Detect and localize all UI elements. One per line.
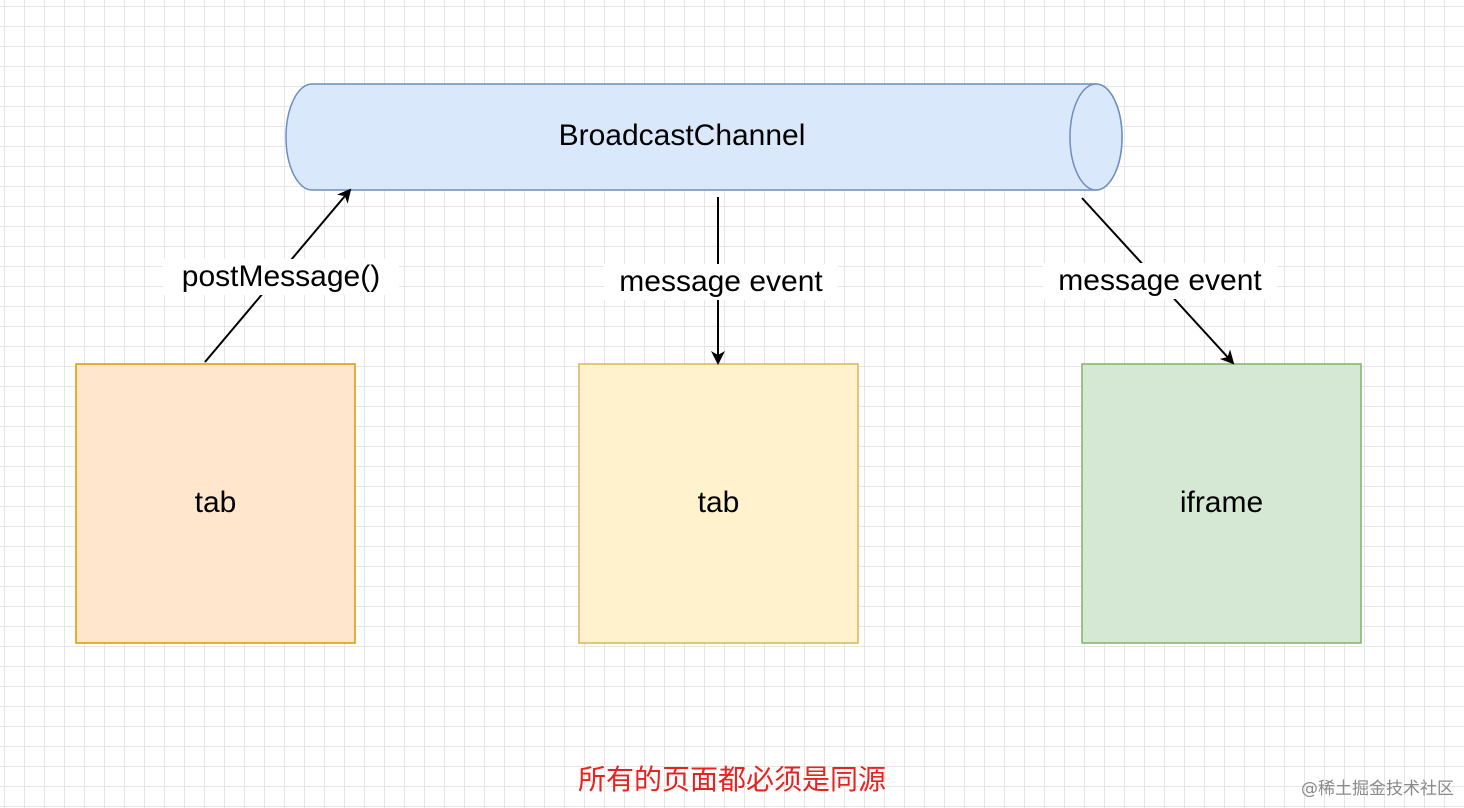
edge-label-message-event-iframe: message event <box>1043 263 1277 299</box>
tab-left-label: tab <box>194 486 237 519</box>
iframe-label: iframe <box>1179 486 1264 519</box>
edge-label-message-event-middle: message event <box>604 264 838 300</box>
same-origin-note: 所有的页面都必须是同源 <box>577 763 886 796</box>
broadcast-channel-cylinder <box>285 83 1123 191</box>
edge-label-postmessage: postMessage() <box>163 259 399 295</box>
cylinder-end-cap <box>1069 83 1123 191</box>
broadcast-channel-label: BroadcastChannel <box>558 119 806 152</box>
site-watermark: @稀土掘金技术社区 <box>1301 779 1454 799</box>
iframe-box <box>1081 363 1362 644</box>
tab-left-box <box>75 363 356 644</box>
tab-middle-label: tab <box>697 486 740 519</box>
